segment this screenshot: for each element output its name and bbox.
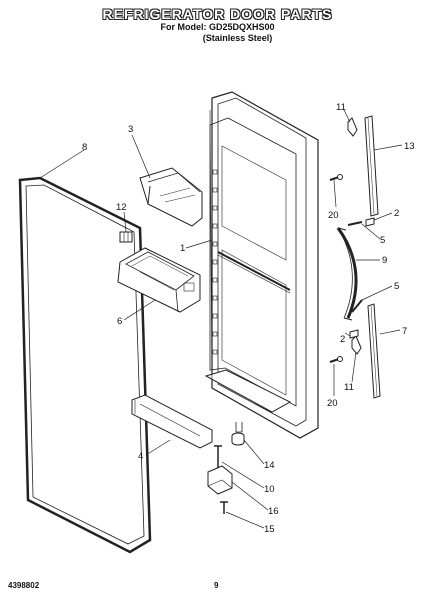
refrigerator-door [204, 91, 319, 439]
callout-bottom-shelf: 4 [138, 451, 143, 462]
hinge-bushing [231, 422, 245, 446]
door-bin [117, 247, 201, 313]
upper-spacer [365, 217, 375, 227]
callout-end-cap-upper: 11 [336, 102, 346, 113]
upper-trim-strip [364, 115, 379, 217]
trim-screw-lower [329, 356, 343, 363]
model-line: For Model: GD25DQXHS00 [160, 22, 275, 32]
callout-handle-screw-upper: 5 [380, 235, 385, 246]
lower-trim-strip [367, 303, 381, 399]
callout-door: 1 [180, 243, 185, 254]
trim-screw-upper [329, 174, 343, 181]
callout-spacer-lower: 2 [340, 334, 345, 345]
callout-trim-lower: 7 [402, 326, 407, 337]
callout-numbers: 8 3 12 1 6 4 11 13 20 2 5 9 5 2 7 11 20 … [82, 102, 415, 535]
callout-end-cap-lower: 11 [344, 382, 354, 393]
page-number: 9 [214, 581, 219, 590]
diagram-header: REFRIGERATOR DOOR PARTS For Model: GD25D… [0, 6, 435, 44]
callout-gasket: 8 [82, 142, 87, 153]
callout-spacer-upper: 2 [394, 208, 399, 219]
callout-door-bin: 6 [117, 316, 122, 327]
finish-line: (Stainless Steel) [202, 33, 273, 43]
handle-screw-lower [351, 299, 363, 313]
hinge-pin [214, 445, 222, 470]
upper-end-cap [347, 117, 358, 137]
dairy-door [139, 167, 203, 227]
shelf-clip [119, 231, 133, 243]
callout-dairy-door: 3 [128, 124, 133, 135]
leader-lines [39, 109, 403, 529]
callout-handle: 9 [382, 255, 387, 266]
door-handle [336, 227, 358, 321]
hinge-screw [220, 501, 228, 514]
callout-hinge-pin: 10 [264, 484, 275, 495]
callout-handle-screw-lower: 5 [394, 281, 399, 292]
diagram-title: REFRIGERATOR DOOR PARTS [102, 6, 333, 22]
callout-bottom-hinge: 16 [268, 506, 279, 517]
lower-spacer [349, 329, 359, 339]
callout-trim-upper: 13 [404, 141, 415, 152]
document-number: 4398802 [8, 581, 40, 590]
handle-screw-upper [347, 221, 363, 226]
callout-hinge-screw: 15 [264, 524, 275, 535]
bottom-door-shelf [131, 394, 213, 449]
callout-bushing: 14 [264, 460, 275, 471]
callout-screw-upper: 20 [328, 210, 339, 221]
bottom-hinge [207, 465, 233, 495]
lower-end-cap [351, 335, 362, 355]
callout-clip: 12 [116, 202, 127, 213]
callout-screw-lower: 20 [327, 398, 338, 409]
